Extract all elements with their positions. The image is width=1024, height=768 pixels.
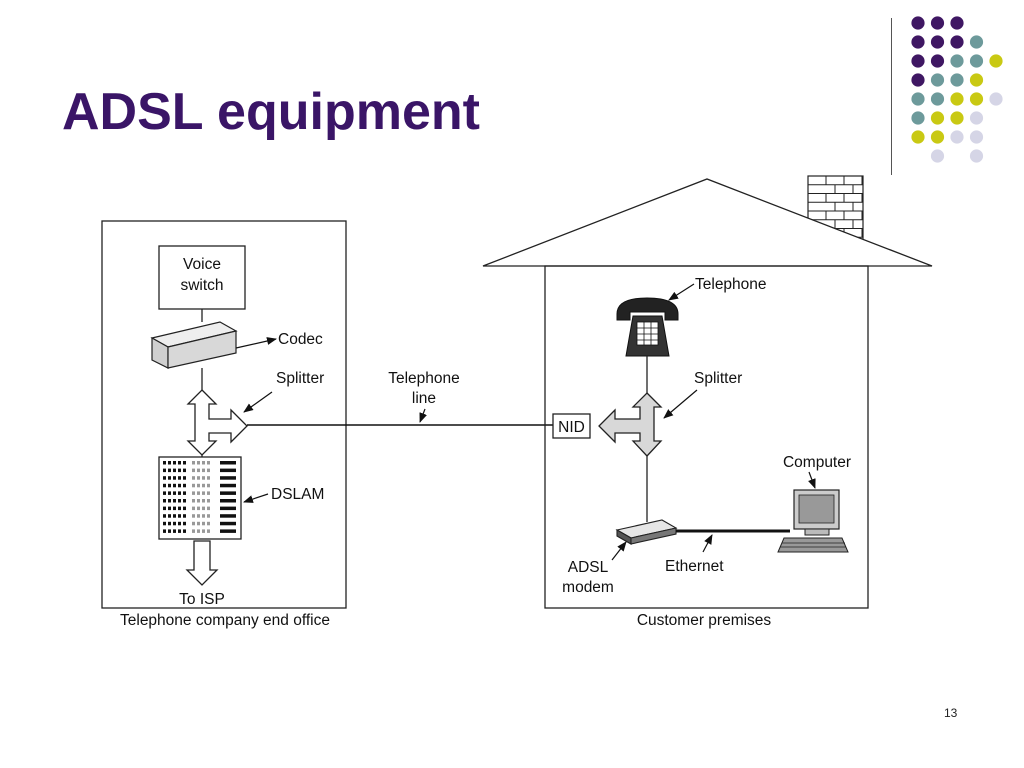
computer-label: Computer <box>783 454 851 471</box>
telephone-icon <box>616 297 679 357</box>
ethernet-label: Ethernet <box>665 558 724 575</box>
slide-title: ADSL equipment <box>62 83 480 141</box>
decorative-dot <box>911 130 925 144</box>
computer-icon <box>777 489 849 553</box>
codec-label: Codec <box>278 331 323 348</box>
decorative-dot <box>989 92 1003 106</box>
decorative-dot <box>950 16 964 30</box>
decorative-dot <box>930 16 945 30</box>
decorative-dot <box>911 16 925 30</box>
decorative-dot <box>950 130 964 144</box>
telephone-line-label-2: line <box>412 390 436 407</box>
decorative-dot <box>969 111 984 125</box>
decorative-divider <box>891 18 892 175</box>
decorative-dot <box>969 130 984 144</box>
office-splitter <box>186 389 248 456</box>
office-splitter-label: Splitter <box>276 370 324 387</box>
decorative-dot <box>969 149 984 163</box>
decorative-dot <box>950 35 964 49</box>
decorative-dot <box>969 35 984 49</box>
dslam-label: DSLAM <box>271 486 324 503</box>
decorative-dot <box>911 92 925 106</box>
decorative-dot <box>930 35 945 49</box>
decorative-dot <box>930 111 945 125</box>
dslam-rack <box>158 456 242 540</box>
decorative-dot <box>911 54 925 68</box>
decorative-dot <box>950 111 964 125</box>
page-number: 13 <box>944 706 958 720</box>
decorative-dot <box>911 111 925 125</box>
decorative-dot <box>911 73 925 87</box>
decorative-dot <box>950 92 964 106</box>
telephone-label: Telephone <box>695 276 767 293</box>
adsl-modem-label-2: modem <box>562 579 614 596</box>
decorative-dot <box>950 54 964 68</box>
decorative-dot <box>930 149 945 163</box>
decorative-dot <box>989 54 1003 68</box>
house <box>482 175 933 609</box>
voice-switch-label-2: switch <box>180 277 223 294</box>
decorative-dot <box>930 92 945 106</box>
to-isp-label: To ISP <box>179 591 225 608</box>
premises-splitter <box>598 392 663 457</box>
decorative-dot <box>911 35 925 49</box>
decorative-dot <box>930 54 945 68</box>
nid-label: NID <box>558 419 585 436</box>
end-office-box <box>101 220 347 609</box>
decorative-dot <box>969 92 984 106</box>
decorative-dot <box>969 73 984 87</box>
telephone-line-label-1: Telephone <box>388 370 460 387</box>
adsl-modem-device <box>615 519 678 545</box>
nid-box <box>552 413 591 439</box>
voice-switch-label-1: Voice <box>183 256 221 273</box>
decorative-dot <box>930 73 945 87</box>
decorative-dot <box>930 130 945 144</box>
decorative-dot <box>969 54 984 68</box>
voice-switch-box <box>158 245 246 310</box>
end-office-caption: Telephone company end office <box>120 612 330 629</box>
decorative-dot-grid <box>911 16 1003 163</box>
premises-caption: Customer premises <box>637 612 772 629</box>
premises-splitter-label: Splitter <box>694 370 742 387</box>
adsl-modem-label-1: ADSL <box>568 559 609 576</box>
codec-device <box>150 321 238 369</box>
to-isp-arrow <box>185 540 219 586</box>
decorative-dot <box>950 73 964 87</box>
